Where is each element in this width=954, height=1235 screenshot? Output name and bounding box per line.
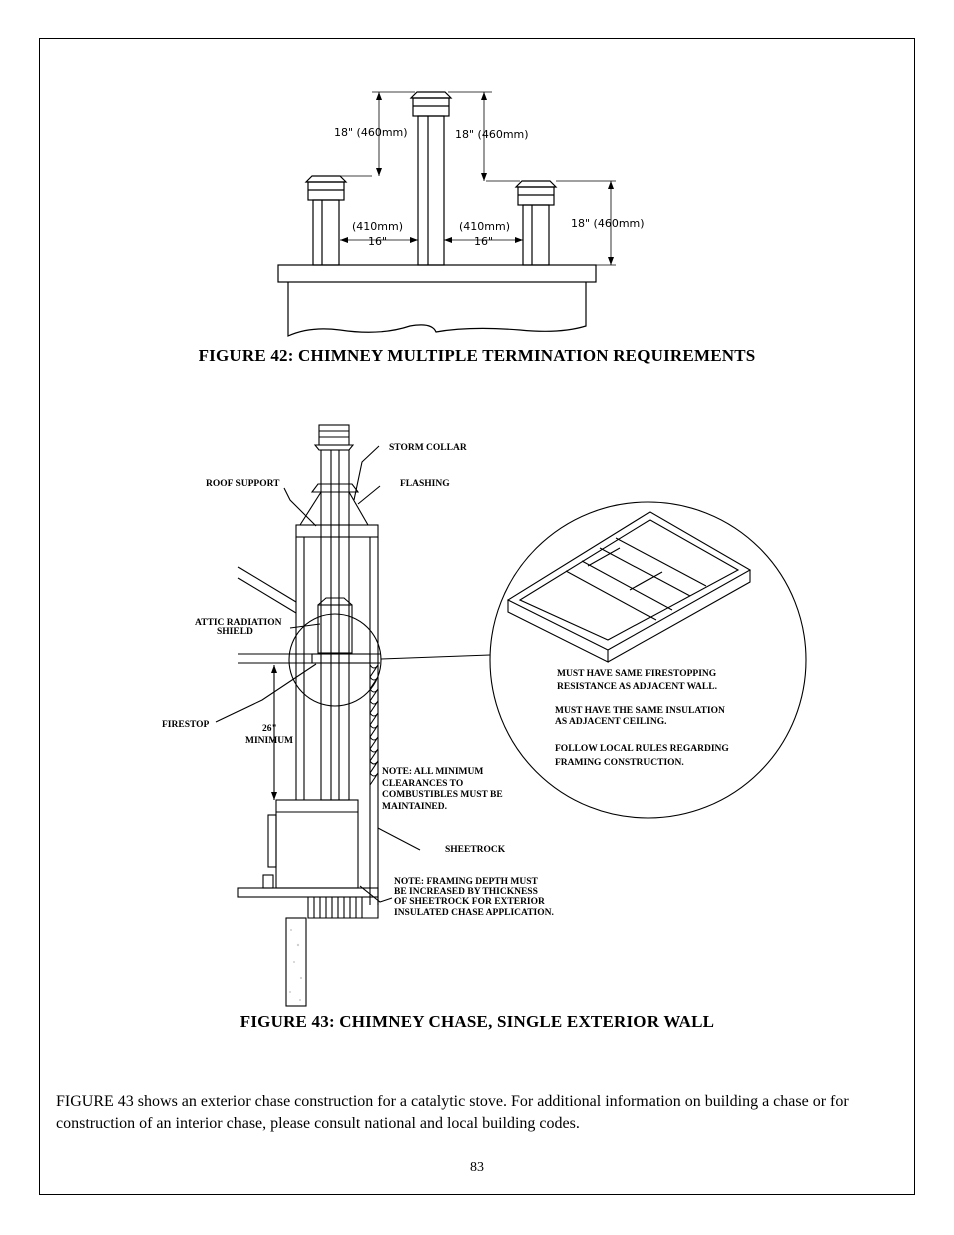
note1-line2: CLEARANCES TO: [382, 779, 463, 789]
dim-center-height: 18" (460mm): [455, 128, 529, 141]
dim-left-gap-in: 16": [368, 235, 387, 248]
note2-line1: NOTE: FRAMING DEPTH MUST: [394, 877, 538, 887]
note2-line3: OF SHEETROCK FOR EXTERIOR: [394, 897, 545, 907]
label-sheetrock: SHEETROCK: [445, 845, 506, 855]
figure-42-caption: FIGURE 42: CHIMNEY MULTIPLE TERMINATION …: [198, 346, 756, 365]
label-flashing: FLASHING: [400, 479, 450, 489]
detail-line6: FRAMING CONSTRUCTION.: [555, 758, 684, 768]
label-attic-shield-1: ATTIC RADIATION: [195, 618, 282, 628]
note1-line3: COMBUSTIBLES MUST BE: [382, 790, 503, 800]
body-paragraph: FIGURE 43 shows an exterior chase constr…: [56, 1093, 849, 1132]
page-number: 83: [470, 1160, 484, 1175]
dim-left-gap-mm: (410mm): [352, 220, 403, 233]
label-roof-support: ROOF SUPPORT: [206, 479, 280, 489]
detail-line2: RESISTANCE AS ADJACENT WALL.: [557, 682, 717, 692]
figure-43-caption: FIGURE 43: CHIMNEY CHASE, SINGLE EXTERIO…: [239, 1012, 715, 1031]
page-frame: [39, 38, 915, 1195]
label-minimum: MINIMUM: [245, 736, 293, 746]
label-storm-collar: STORM COLLAR: [389, 443, 467, 453]
dim-right-gap-in: 16": [474, 235, 493, 248]
dim-right-gap-mm: (410mm): [459, 220, 510, 233]
dim-left-height: 18" (460mm): [334, 126, 408, 139]
note1-line4: MAINTAINED.: [382, 802, 447, 812]
note2-line2: BE INCREASED BY THICKNESS: [394, 887, 538, 897]
label-attic-shield-2: SHIELD: [217, 627, 253, 637]
label-26-inch: 26": [262, 724, 277, 734]
detail-line3: MUST HAVE THE SAME INSULATION: [555, 706, 725, 716]
figure-42-drawing: 18" (460mm) 18" (460mm) 18" (460mm) (410…: [277, 91, 645, 337]
detail-line4: AS ADJACENT CEILING.: [555, 717, 666, 727]
note1-line1: NOTE: ALL MINIMUM: [382, 767, 483, 777]
label-firestop: FIRESTOP: [162, 720, 210, 730]
detail-line1: MUST HAVE SAME FIRESTOPPING: [557, 669, 717, 679]
detail-line5: FOLLOW LOCAL RULES REGARDING: [555, 744, 729, 754]
note2-line4: INSULATED CHASE APPLICATION.: [394, 908, 554, 918]
figure-43-drawing: STORM COLLAR ROOF SUPPORT FLASHING ATTIC…: [162, 424, 807, 1007]
dim-right-height: 18" (460mm): [571, 217, 645, 230]
